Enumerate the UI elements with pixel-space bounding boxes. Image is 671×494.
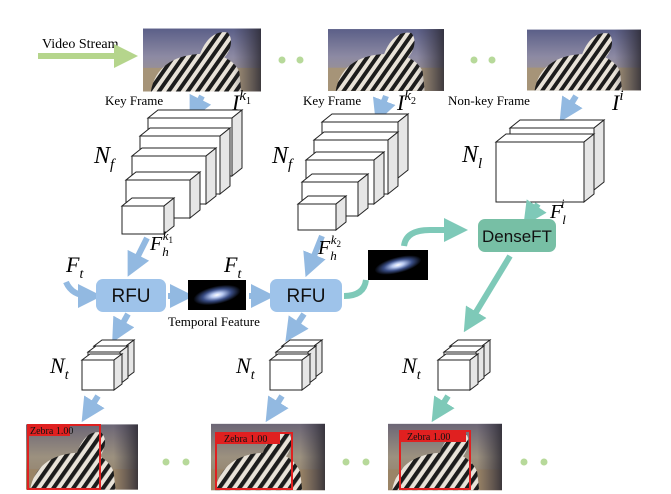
frame-3-label: Non-key Frame: [448, 93, 530, 108]
arrow-frame1-to-nf: [189, 93, 212, 121]
detection-label-2: Zebra 1.00: [224, 434, 267, 445]
frame-1-symbol: Ik1: [231, 88, 251, 115]
denseft-module: DenseFT: [478, 219, 556, 252]
ellipsis-dots-5: [520, 458, 548, 466]
ellipsis-dots-1: [278, 56, 304, 64]
frame-1-label: Key Frame: [105, 93, 163, 108]
detection-output-3: Zebra 1.00: [388, 423, 502, 491]
detection-label-3: Zebra 1.00: [407, 432, 450, 443]
arrow-nl-to-denseft: [523, 199, 547, 226]
nt-label-1: Nt: [49, 353, 70, 383]
task-network-1: [80, 339, 136, 391]
nl-label: Nl: [461, 142, 482, 172]
temporal-feature-map-2: [368, 250, 428, 280]
arrow-nt3-to-output: [431, 394, 455, 423]
temporal-feature-caption: Temporal Feature: [168, 314, 260, 329]
frame-3-symbol: Ii: [611, 88, 624, 115]
task-network-2: [268, 339, 324, 391]
arrow-nt1-to-output: [81, 394, 105, 423]
ellipsis-dots-2: [470, 56, 496, 64]
video-stream-label: Video Stream: [42, 37, 119, 52]
detection-output-2: Zebra 1.00: [211, 423, 325, 491]
rfu-module-1: RFU: [96, 279, 166, 312]
detection-output-1: Zebra 1.00: [26, 424, 138, 490]
feature-network-1: [120, 108, 244, 236]
nt-label-2: Nt: [235, 353, 256, 383]
feature-network-2: [296, 112, 410, 232]
video-stream-input: Video Stream: [38, 37, 138, 68]
rfu-module-2: RFU: [270, 279, 342, 312]
task-network-3: [436, 339, 492, 391]
arrow-featuremap-to-denseft: [401, 218, 468, 247]
nf-label-2: Nf: [271, 143, 294, 173]
fh-k2-label: Fhk2: [317, 232, 341, 263]
fl-i-label: Fli: [549, 196, 566, 227]
frame-2-label: Key Frame: [303, 93, 361, 108]
arrow-frame3-to-nl: [559, 94, 583, 123]
rfu-1-label: RFU: [111, 286, 150, 307]
non-key-frame: [527, 29, 641, 91]
arrow-rfu2-to-featuremap: [343, 279, 369, 299]
nf-label-1: Nf: [93, 143, 116, 173]
light-network: [494, 118, 606, 204]
arrow-frame2-to-nf: [372, 94, 396, 124]
arrow-ft-to-rfu1: [63, 280, 102, 308]
temporal-feature-map: [188, 280, 246, 310]
ellipsis-dots-4: [342, 458, 370, 466]
frame-2-symbol: Ik2: [396, 88, 416, 115]
ft-mid-label: Ft: [223, 252, 242, 282]
fh-k1-label: Fhk1: [149, 228, 173, 259]
arrow-nf2-to-rfu: [303, 234, 326, 278]
denseft-label: DenseFT: [482, 227, 552, 246]
arrow-nt2-to-output: [265, 394, 289, 423]
arrow-nf1-to-rfu: [127, 236, 150, 277]
arrow-rfu2-to-nt: [285, 312, 309, 342]
ellipsis-dots-3: [162, 458, 190, 466]
arrow-denseft-to-nt: [463, 254, 513, 333]
arrow-rfu1-to-nt: [112, 312, 135, 343]
rfu-2-label: RFU: [286, 286, 325, 307]
key-frame-1: [143, 28, 261, 92]
key-frame-2: [328, 29, 444, 91]
detection-label-1: Zebra 1.00: [30, 426, 73, 437]
nt-label-3: Nt: [401, 353, 422, 383]
ft-input-label: Ft: [65, 252, 84, 282]
